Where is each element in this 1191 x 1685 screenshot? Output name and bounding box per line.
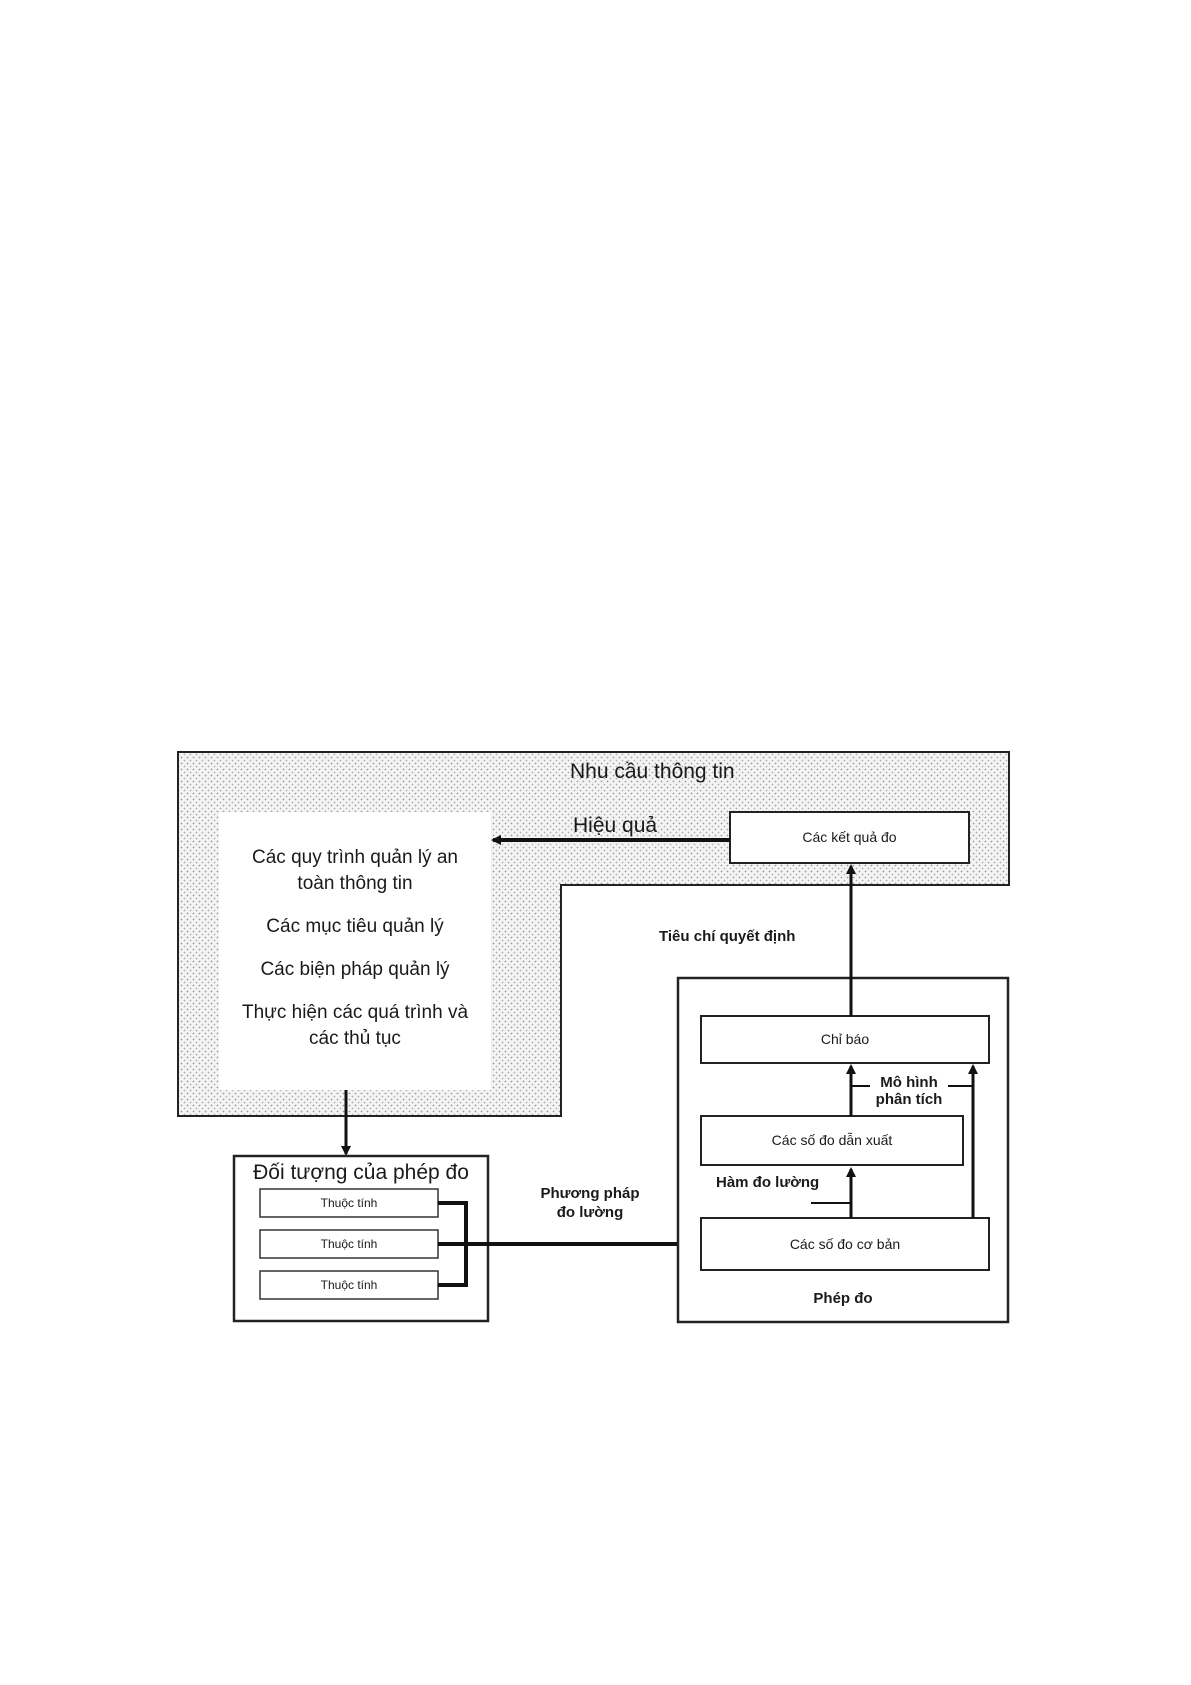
indicator-label: Chỉ báo [820,1031,870,1047]
measurement-function-label: Hàm đo lường [716,1174,820,1191]
panel-line: các thủ tục [309,1028,401,1049]
analysis-model-label: Mô hình phân tích [870,1074,948,1108]
attribute-label: Thuộc tính [320,1196,378,1210]
measurement-method-label: Phương pháp đo lường [520,1184,660,1222]
attribute-box [259,1229,439,1259]
attribute-box [259,1188,439,1218]
effectiveness-label: Hiệu quả [573,814,658,837]
indicator-box [700,1015,990,1064]
analysis-model-line: phân tích [875,1091,943,1108]
management-panel-text: Các quy trình quản lý an toàn thông tin … [219,845,491,1052]
panel-line: Các quy trình quản lý an [252,847,458,868]
attribute-label: Thuộc tính [320,1237,378,1251]
base-measures-box [700,1217,990,1271]
derived-measures-label: Các số đo dẫn xuất [771,1132,893,1148]
measurement-results-label: Các kết quả đo [802,829,897,845]
measurement-object-title: Đối tượng của phép đo [253,1161,469,1184]
base-measures-label: Các số đo cơ bản [789,1236,901,1252]
measurement-results-box [729,811,970,864]
measurement-method-line: đo lường [556,1204,624,1221]
panel-line: Các biện pháp quản lý [260,959,450,980]
panel-line: Các mục tiêu quản lý [266,916,444,937]
panel-line: toàn thông tin [297,873,413,894]
attribute-label: Thuộc tính [320,1278,378,1292]
panel-line: Thực hiện các quá trình và [241,1002,469,1023]
decision-criteria-label: Tiêu chí quyết định [659,928,796,945]
measurement-method-line: Phương pháp [540,1185,640,1202]
measurement-title: Phép đo [813,1290,873,1307]
management-panel [219,812,491,1090]
information-need-label: Nhu cầu thông tin [570,760,735,783]
attribute-box [259,1270,439,1300]
derived-measures-box [700,1115,964,1166]
analysis-model-line: Mô hình [880,1074,938,1091]
